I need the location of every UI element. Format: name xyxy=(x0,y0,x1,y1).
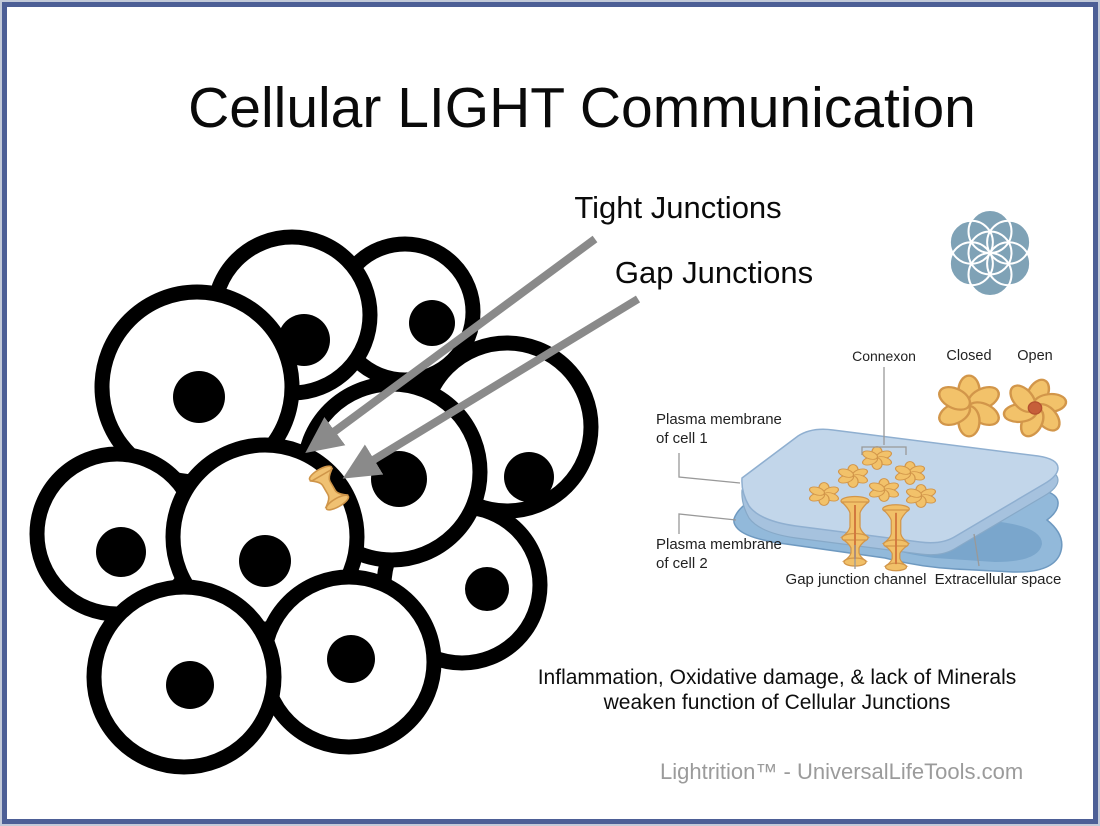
seed-of-life-icon xyxy=(948,209,1032,297)
connexon-open-icon xyxy=(994,375,1076,441)
note-line-2: weaken function of Cellular Junctions xyxy=(603,691,951,714)
extracellular-space-label: Extracellular space xyxy=(934,571,1062,588)
cell-cluster-illustration xyxy=(29,229,599,775)
note-line-1: Inflammation, Oxidative damage, & lack o… xyxy=(537,666,1017,689)
gap-junction-channel-label: Gap junction channel xyxy=(785,571,927,588)
cell-nucleus xyxy=(504,452,554,502)
cell-nucleus xyxy=(465,567,509,611)
connexon-label: Connexon xyxy=(852,348,916,364)
plasma-membrane-1-shape xyxy=(741,428,1059,544)
annotation-arrows xyxy=(305,235,641,479)
cell-nucleus xyxy=(409,300,455,346)
tight-junction-arrow-icon xyxy=(305,235,598,454)
cell-nucleus xyxy=(96,527,146,577)
cell-nucleus xyxy=(173,371,225,423)
connexon-open-label: Open xyxy=(1017,348,1053,364)
cell xyxy=(256,569,442,755)
connexon-closed-icon xyxy=(933,374,1005,438)
connexon-closed-label: Closed xyxy=(946,348,992,364)
tight-junctions-label: Tight Junctions xyxy=(574,190,782,225)
cell-nucleus xyxy=(327,635,375,683)
gap-junction-arrow-icon xyxy=(342,295,641,479)
leader-lines xyxy=(678,367,980,569)
plasma-membrane-1-label: Plasma membrane of cell 1 xyxy=(656,411,782,447)
gap-junction-structure xyxy=(308,465,350,511)
gap-junctions-label: Gap Junctions xyxy=(614,255,814,290)
page-title: Cellular LIGHT Communication xyxy=(188,76,976,140)
cell-nucleus xyxy=(239,535,291,587)
diagram-canvas xyxy=(29,209,1076,775)
gap-junction-membrane-diagram xyxy=(678,367,1076,573)
note-text: Inflammation, Oxidative damage, & lack o… xyxy=(515,665,1039,715)
cell-nucleus xyxy=(166,661,214,709)
cell-nucleus xyxy=(371,451,427,507)
cell xyxy=(86,579,282,775)
credit-text: Lightrition™ - UniversalLifeTools.com xyxy=(660,759,1024,784)
plasma-membrane-2-label: Plasma membrane of cell 2 xyxy=(656,536,782,572)
cell xyxy=(94,284,300,490)
